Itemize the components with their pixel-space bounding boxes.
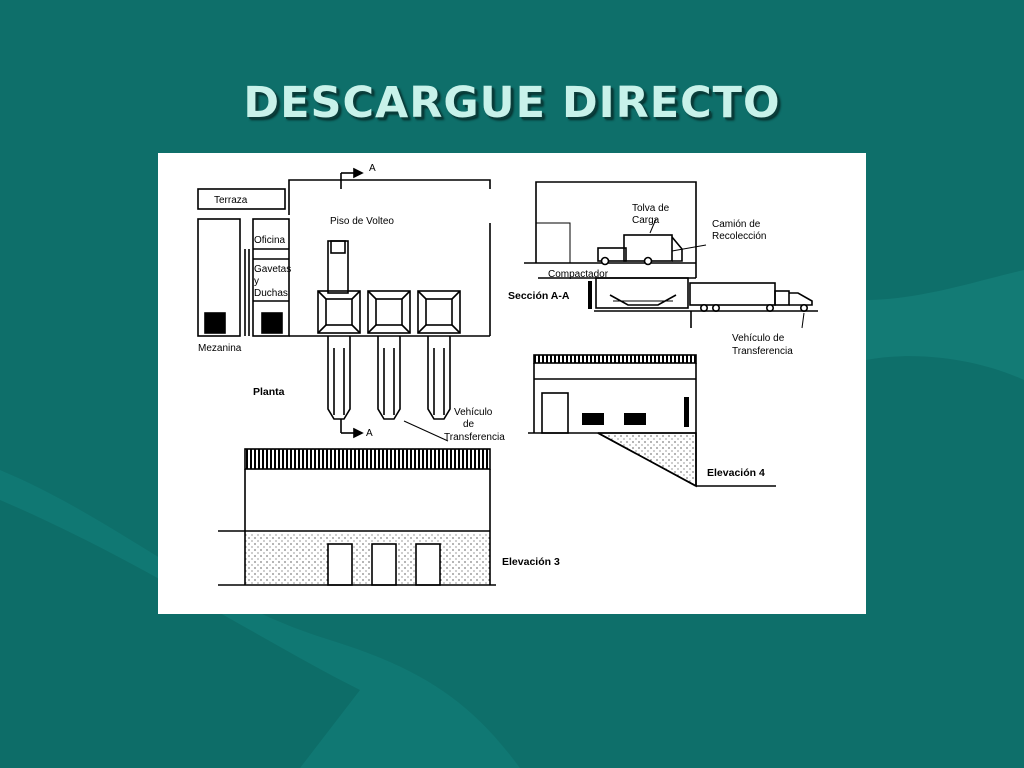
- hopper-2: [367, 290, 411, 334]
- transfer-trailer-1: [327, 336, 351, 420]
- elevation-3: [218, 448, 496, 586]
- window-2: [624, 413, 646, 425]
- facility-diagram: Terraza Oficina Gavetas y Duchas Mezanin…: [197, 163, 818, 586]
- transfer-trailer-2: [377, 336, 401, 420]
- label-seccion: Sección A-A: [508, 290, 570, 302]
- diagram-panel: Terraza Oficina Gavetas y Duchas Mezanin…: [158, 153, 866, 614]
- label-compactador: Compactador: [548, 269, 609, 280]
- label-tolva-2: Carga: [632, 215, 660, 226]
- label-tolva-1: Tolva de: [632, 203, 670, 214]
- elevation-4: [528, 354, 776, 488]
- label-y: y: [254, 276, 259, 287]
- label-elevacion-3: Elevación 3: [502, 556, 560, 568]
- pillar: [684, 397, 689, 427]
- label-section-a-top: A: [369, 163, 376, 174]
- label-vehiculo-planta-3: Transferencia: [444, 432, 505, 443]
- plan-view: [197, 167, 491, 442]
- label-vehiculo-planta-2: de: [463, 419, 475, 430]
- transfer-trailer-3: [427, 336, 451, 420]
- label-camion-1: Camión de: [712, 219, 761, 230]
- window-1: [582, 413, 604, 425]
- label-elevacion-4: Elevación 4: [707, 467, 765, 479]
- hopper-1: [317, 290, 361, 334]
- label-vehiculo-seccion-1: Vehículo de: [732, 333, 785, 344]
- label-duchas: Duchas: [254, 288, 288, 299]
- label-vehiculo-seccion-2: Transferencia: [732, 346, 793, 357]
- compactor-wall: [588, 281, 592, 309]
- label-vehiculo-planta-1: Vehículo: [454, 407, 493, 418]
- label-oficina: Oficina: [254, 235, 286, 246]
- mezanina-block: [197, 218, 241, 337]
- section-view: [524, 181, 818, 329]
- label-gavetas: Gavetas: [254, 264, 291, 275]
- label-piso-volteo: Piso de Volteo: [330, 216, 394, 227]
- label-section-a-bottom: A: [366, 428, 373, 439]
- terraza-box: [197, 188, 286, 210]
- label-mezanina: Mezanina: [198, 343, 242, 354]
- hopper-3: [417, 290, 461, 334]
- label-planta: Planta: [253, 386, 285, 398]
- slide-title: DESCARGUE DIRECTO: [243, 78, 781, 128]
- label-camion-2: Recolección: [712, 231, 766, 242]
- label-terraza: Terraza: [214, 195, 248, 206]
